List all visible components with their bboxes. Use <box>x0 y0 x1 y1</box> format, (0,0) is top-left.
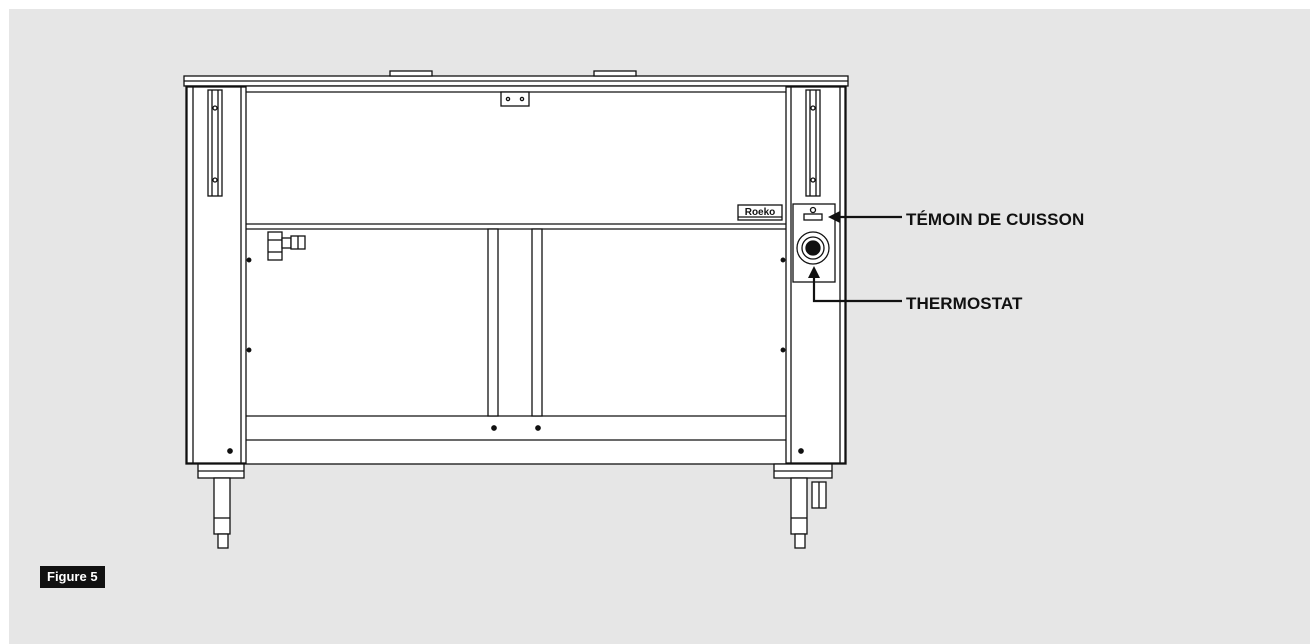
callout-arrow-thermostat <box>808 266 902 303</box>
drain-valve <box>267 231 306 261</box>
left-column <box>186 86 247 464</box>
lower-shelf <box>246 228 786 441</box>
cooking-indicator-lamp <box>803 213 823 221</box>
upper-well <box>246 91 786 230</box>
brand-badge <box>737 204 783 221</box>
brand-badge-text: Roeko <box>745 207 776 218</box>
callout-arrow-cooking-indicator <box>828 211 902 223</box>
figure-caption: Figure 5 <box>40 566 105 588</box>
right-foot <box>773 463 833 549</box>
left-foot <box>197 463 245 549</box>
callout-label-thermostat: THERMOSTAT <box>906 294 1023 313</box>
cabinet-body <box>185 85 847 465</box>
callout-label-cooking-indicator: TÉMOIN DE CUISSON <box>906 210 1085 229</box>
